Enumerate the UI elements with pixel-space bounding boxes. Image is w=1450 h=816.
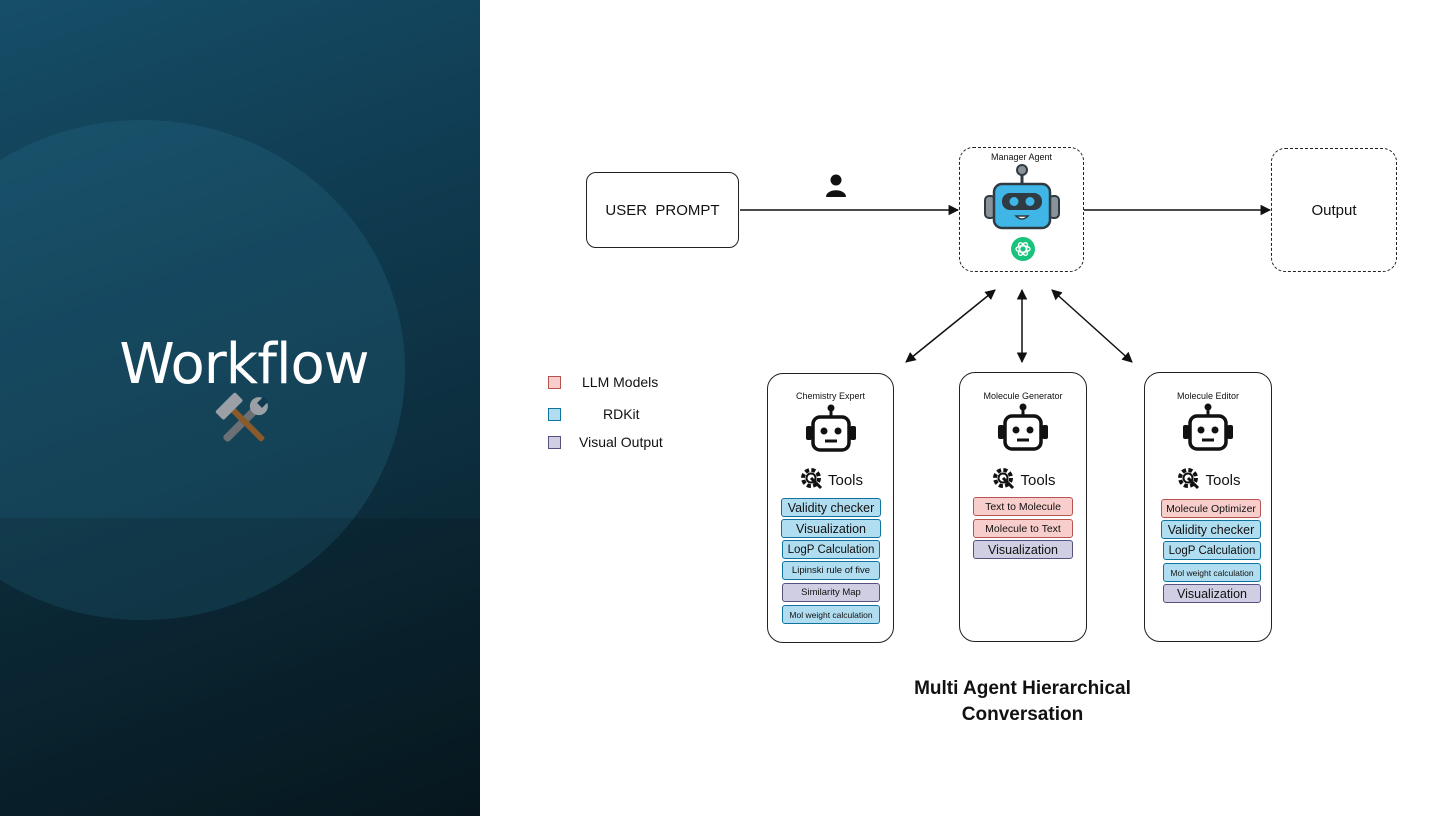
tool-chip: Similarity Map [782, 583, 880, 602]
gear-wrench-icon [1175, 465, 1201, 495]
arrow-manager-chemistry [905, 289, 996, 363]
robot-icon [997, 403, 1049, 458]
gear-wrench-icon [798, 465, 824, 495]
user-prompt-label: USER PROMPT [605, 201, 720, 219]
agent-title: Molecule Editor [1176, 391, 1240, 401]
diagram-caption: Multi Agent Hierarchical Conversation [880, 676, 1165, 728]
output-label: Output [1311, 201, 1357, 219]
tool-chip: Visualization [973, 540, 1073, 559]
gear-wrench-icon [990, 465, 1016, 495]
tool-chip: LogP Calculation [782, 540, 880, 559]
legend-swatch-visual [548, 436, 561, 449]
tool-chip: Visualization [781, 519, 881, 538]
person-icon [826, 174, 846, 203]
agent-card-chemistry-expert: Chemistry Expert Tools Validity checker … [767, 373, 894, 643]
tool-chip: Validity checker [781, 498, 881, 517]
tool-chip: LogP Calculation [1163, 541, 1261, 560]
openai-icon [1011, 237, 1035, 266]
output-box: Output [1271, 148, 1397, 272]
user-prompt-box: USER PROMPT [586, 172, 739, 248]
manager-agent-box: Manager Agent [959, 147, 1084, 272]
tool-chip: Text to Molecule [973, 497, 1073, 516]
legend-label-rdkit: RDKit [603, 406, 640, 422]
tool-chip: Molecule Optimizer [1161, 499, 1261, 518]
manager-agent-label: Manager Agent [990, 152, 1053, 162]
tool-chip: Lipinski rule of five [782, 561, 880, 580]
agent-title: Chemistry Expert [795, 391, 866, 401]
hammer-and-wrench-icon [212, 392, 276, 450]
agent-card-molecule-editor: Molecule Editor Tools Molecule Optimizer… [1144, 372, 1272, 642]
tool-chip: Molecule to Text [973, 519, 1073, 538]
background-circle [0, 120, 405, 620]
legend-label-visual: Visual Output [579, 434, 663, 450]
tools-label: Tools [1205, 471, 1241, 489]
tool-chip: Mol weight calculation [782, 605, 880, 624]
tools-label: Tools [1020, 471, 1056, 489]
background-band [0, 518, 480, 816]
arrow-manager-editor [1051, 289, 1133, 363]
robot-icon [1182, 403, 1234, 458]
tool-chip: Visualization [1163, 584, 1261, 603]
legend-swatch-rdkit [548, 408, 561, 421]
title-panel [0, 0, 480, 816]
robot-icon [805, 404, 857, 459]
tools-header: Tools [1145, 465, 1271, 495]
tools-label: Tools [827, 471, 864, 489]
legend-swatch-llm [548, 376, 561, 389]
tools-header: Tools [768, 465, 893, 495]
agent-card-molecule-generator: Molecule Generator Tools Text to Molecul… [959, 372, 1087, 642]
legend-label-llm: LLM Models [582, 374, 659, 390]
tool-chip: Validity checker [1161, 520, 1261, 539]
caption-line-2: Conversation [961, 704, 1084, 725]
robot-icon [983, 164, 1061, 235]
slide-title: Workflow [119, 332, 369, 397]
tool-chip: Mol weight calculation [1163, 563, 1261, 582]
tools-header: Tools [960, 465, 1086, 495]
agent-title: Molecule Generator [983, 391, 1063, 401]
caption-line-1: Multi Agent Hierarchical [914, 678, 1131, 699]
